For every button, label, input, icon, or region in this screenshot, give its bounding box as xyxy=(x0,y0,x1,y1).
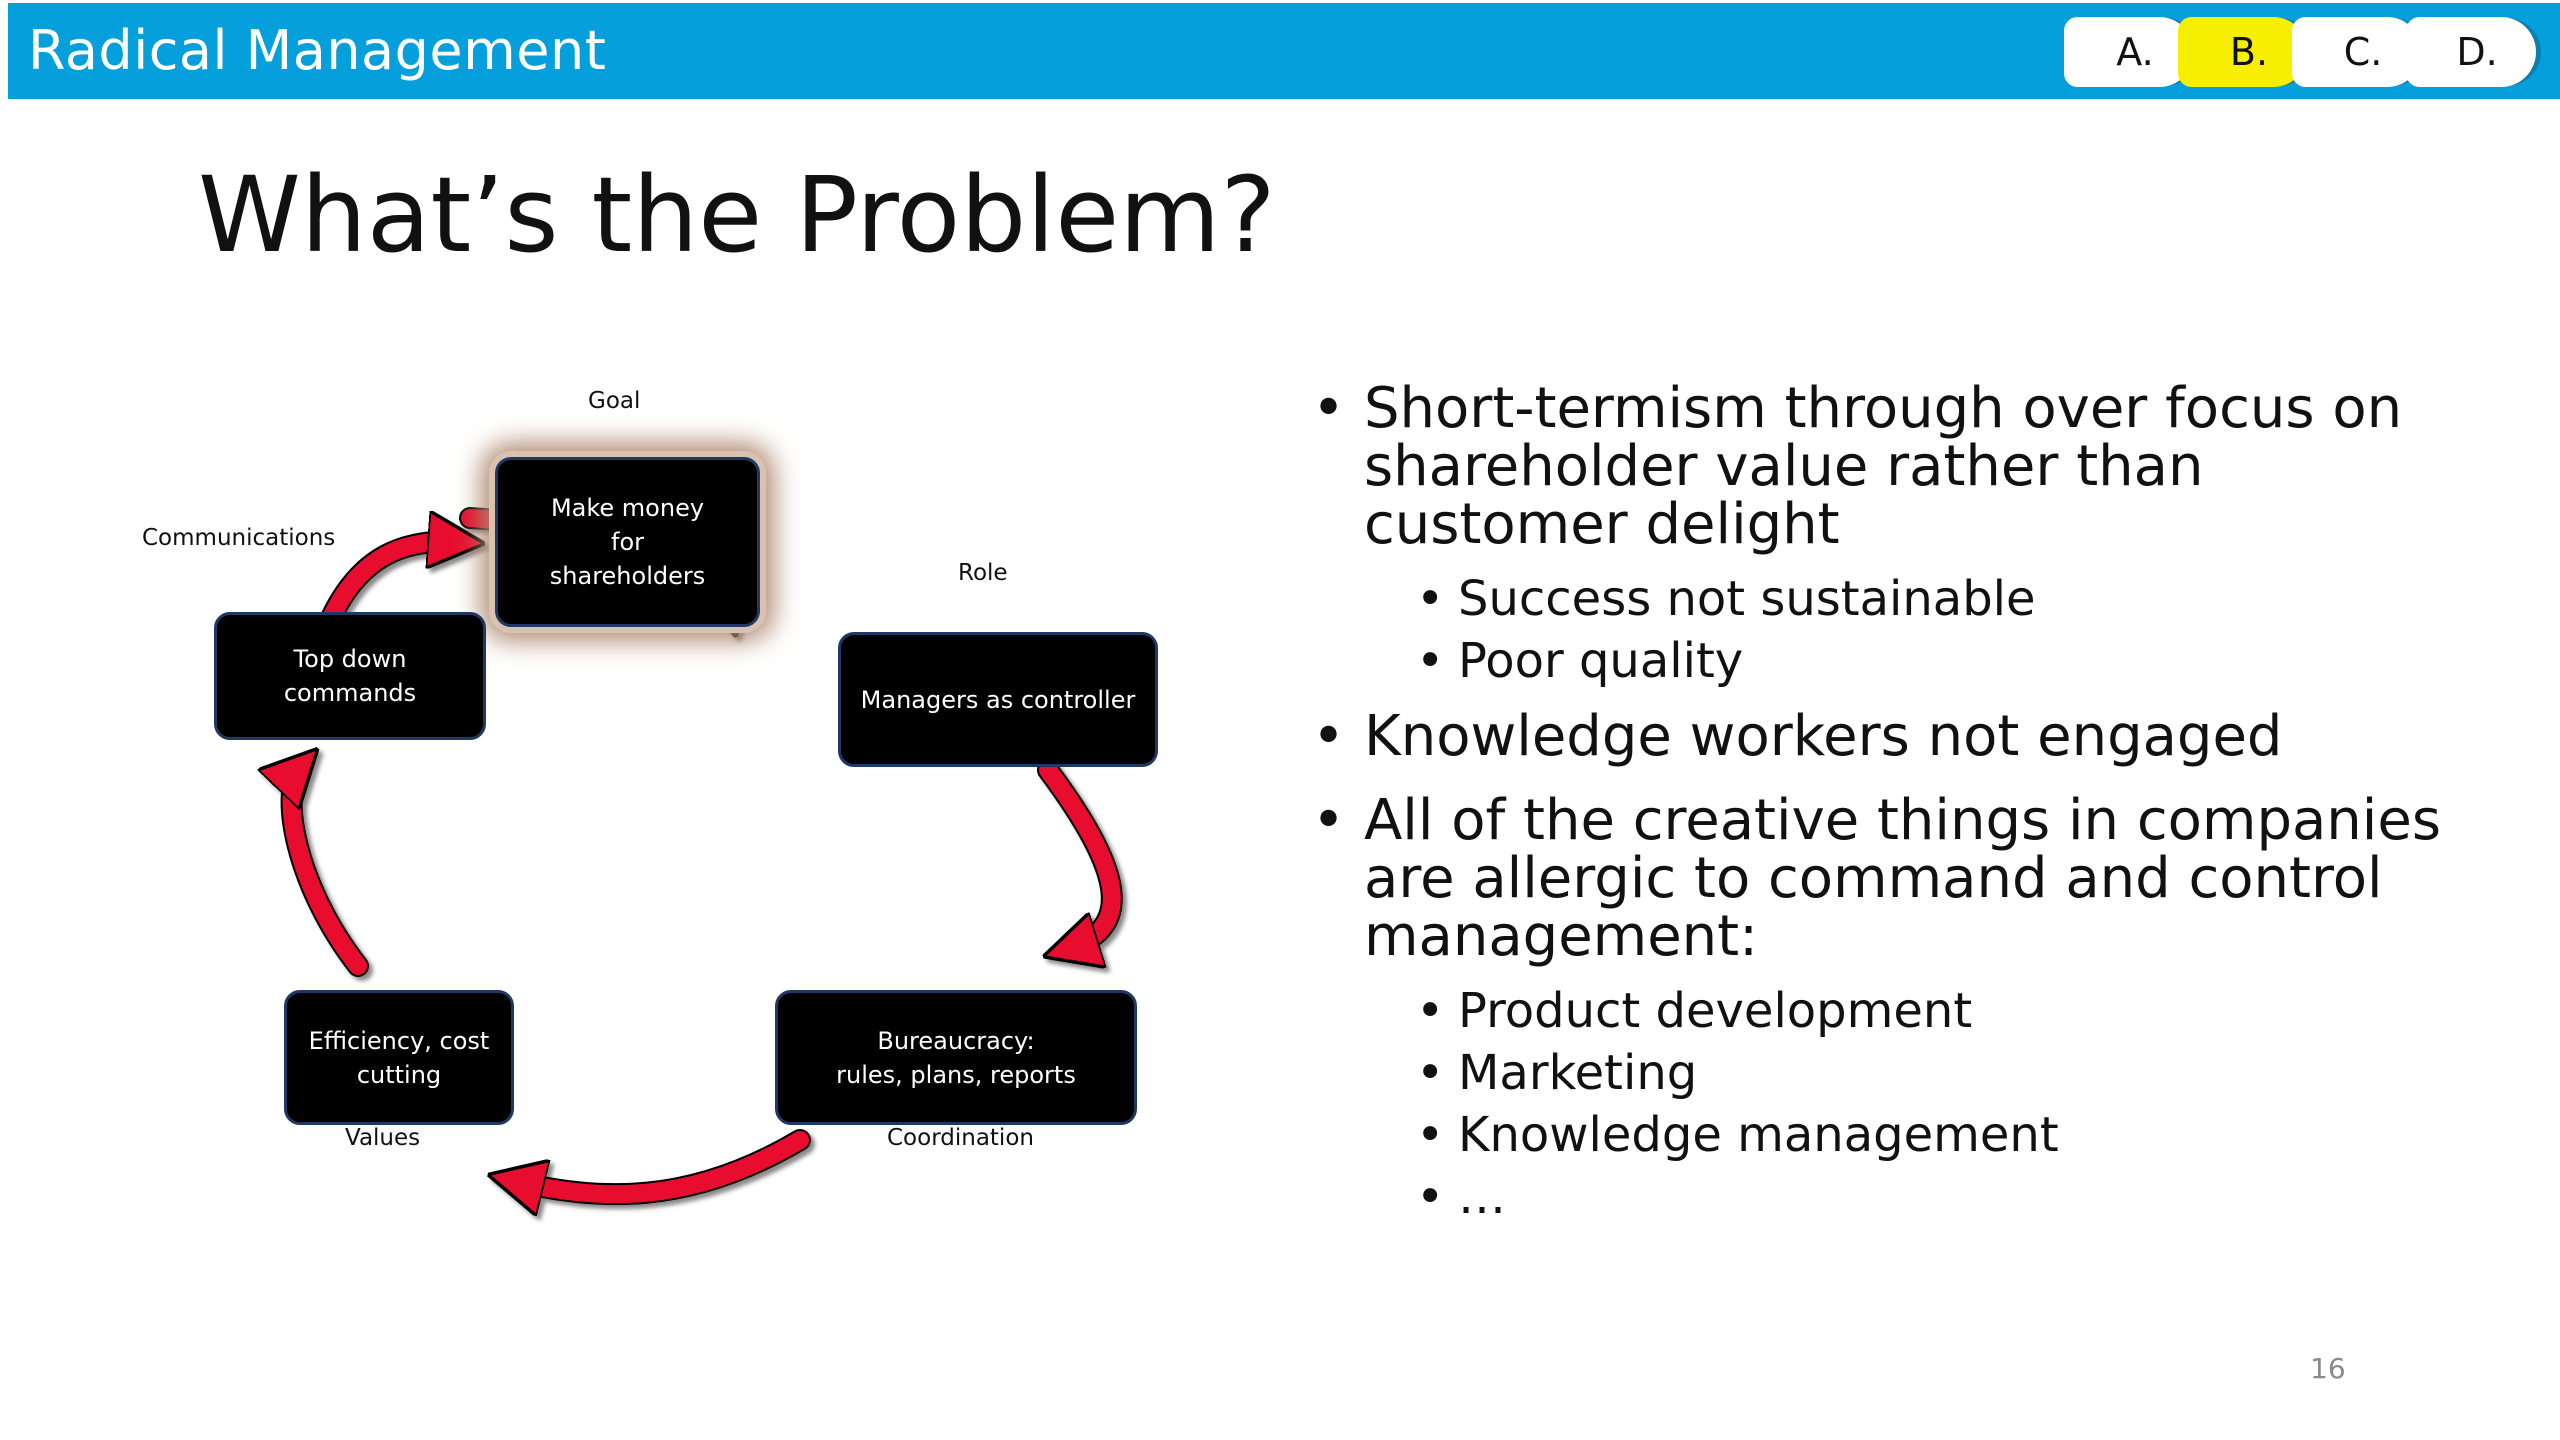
sub-bullet: … xyxy=(1310,1166,2460,1228)
nav-tab-b[interactable]: B. xyxy=(2178,17,2308,87)
label-values: Values xyxy=(345,1125,421,1151)
node-role: Managers as controller xyxy=(838,632,1158,767)
node-values: Efficiency, cost cutting xyxy=(284,990,514,1125)
bullet-knowledge-workers: Knowledge workers not engaged xyxy=(1310,708,2460,767)
nav-tab-d[interactable]: D. xyxy=(2406,17,2536,87)
sub-bullet: Product development xyxy=(1310,980,2460,1042)
node-coordination: Bureaucracy: rules, plans, reports xyxy=(775,990,1137,1125)
nav-tab-a[interactable]: A. xyxy=(2064,17,2194,87)
management-cycle-diagram: Make money for shareholders Managers as … xyxy=(130,370,1190,1230)
node-communications: Top down commands xyxy=(214,612,486,740)
label-coordination: Coordination xyxy=(887,1125,1034,1151)
bullet-short-termism: Short-termism through over focus on shar… xyxy=(1310,380,2460,554)
label-goal: Goal xyxy=(588,388,641,414)
label-communications: Communications xyxy=(142,525,336,551)
page-number: 16 xyxy=(2310,1352,2346,1385)
bullet-list: Short-termism through over focus on shar… xyxy=(1310,380,2460,1244)
label-role: Role xyxy=(958,560,1008,586)
nav-tab-c[interactable]: C. xyxy=(2292,17,2422,87)
sub-list-short-termism: Success not sustainable Poor quality xyxy=(1310,568,2460,692)
slide-title: What’s the Problem? xyxy=(198,154,1276,276)
brand-title: Radical Management xyxy=(28,19,607,82)
sub-bullet: Marketing xyxy=(1310,1042,2460,1104)
header-bar: Radical Management A. B. C. D. xyxy=(8,3,2560,99)
sub-bullet: Knowledge management xyxy=(1310,1104,2460,1166)
sub-list-creative-things: Product development Marketing Knowledge … xyxy=(1310,980,2460,1228)
node-goal: Make money for shareholders xyxy=(495,457,760,627)
sub-bullet: Success not sustainable xyxy=(1310,568,2460,630)
section-nav: A. B. C. D. xyxy=(2064,17,2536,87)
sub-bullet: Poor quality xyxy=(1310,630,2460,692)
bullet-creative-things: All of the creative things in companies … xyxy=(1310,792,2460,966)
